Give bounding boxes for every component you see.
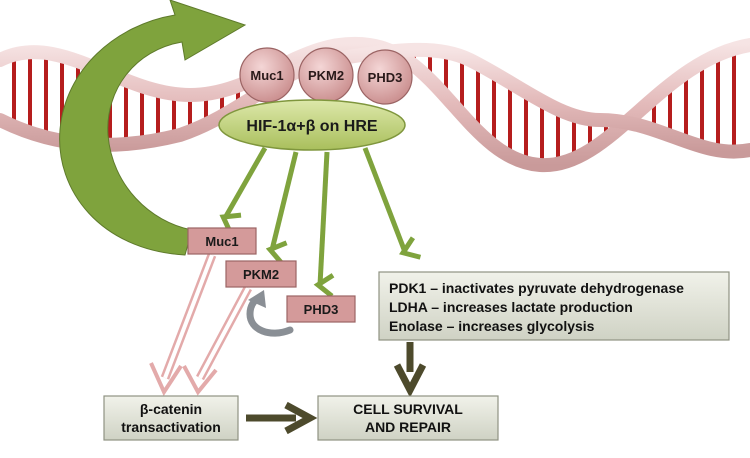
complex-ball-phd3: PHD3 (357, 49, 413, 105)
beta-catenin-line-2: transactivation (121, 419, 221, 435)
complex-ball-muc1-label: Muc1 (250, 68, 283, 83)
complex-ball-pkm2: PKM2 (298, 47, 354, 103)
target-box-phd3-label: PHD3 (304, 302, 339, 317)
complex-ball-pkm2-label: PKM2 (308, 68, 344, 83)
cell-survival-box: CELL SURVIVAL AND REPAIR (317, 395, 499, 441)
beta-catenin-box: β-catenin transactivation (103, 395, 239, 441)
arrow-hif-to-glycolysis (362, 147, 405, 252)
target-box-muc1: Muc1 (187, 227, 257, 255)
beta-catenin-line-1: β-catenin (140, 401, 202, 417)
cell-survival-line-2: AND REPAIR (365, 419, 451, 435)
glycolysis-line-ldha: LDHA – increases lactate production (389, 299, 633, 315)
target-box-pkm2-label: PKM2 (243, 267, 279, 282)
glycolysis-line-enolase: Enolase – increases glycolysis (389, 318, 595, 334)
complex-ball-phd3-label: PHD3 (368, 70, 403, 85)
target-box-muc1-label: Muc1 (205, 234, 238, 249)
dna-strand-back (0, 36, 750, 173)
cell-survival-line-1: CELL SURVIVAL (353, 401, 463, 417)
complex-ball-muc1: Muc1 (239, 47, 295, 103)
glycolysis-box: PDK1 – inactivates pyruvate dehydrogenas… (378, 271, 730, 341)
phd3-feedback-arrow (246, 290, 294, 337)
pink-arrows (149, 253, 252, 397)
arrow-hif-to-pkm2 (272, 151, 299, 250)
dna-strand-front (0, 42, 750, 159)
feedback-curved-arrow (59, 0, 247, 256)
arrow-hif-to-phd3 (320, 151, 327, 285)
arrow-hif-to-muc1 (225, 146, 268, 218)
target-box-phd3: PHD3 (286, 295, 356, 323)
target-box-pkm2: PKM2 (225, 260, 297, 288)
dark-arrows (246, 342, 427, 435)
hif-oval: HIF-1α+β on HRE (218, 99, 406, 151)
hif-label: HIF-1α+β on HRE (246, 118, 377, 135)
glycolysis-line-pdk1: PDK1 – inactivates pyruvate dehydrogenas… (389, 280, 684, 296)
hif-target-arrows (225, 146, 405, 285)
